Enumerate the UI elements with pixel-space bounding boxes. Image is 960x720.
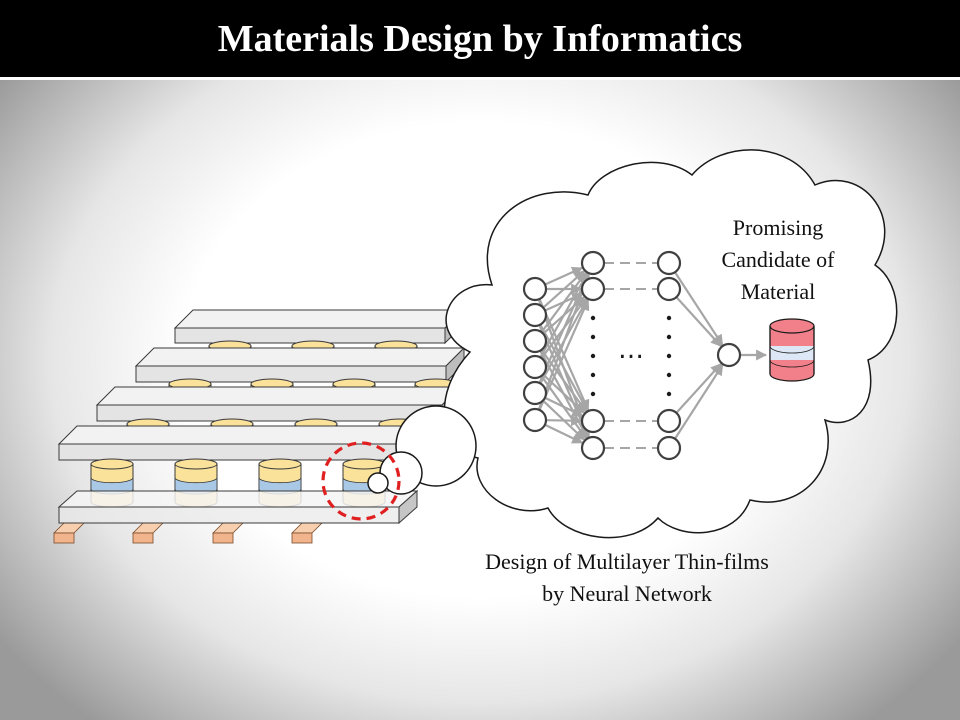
platform-layer-bottom xyxy=(57,489,419,525)
bar-front xyxy=(291,532,313,544)
caption-line: Design of Multilayer Thin-films xyxy=(485,549,769,574)
neuron-node xyxy=(522,380,548,406)
cloud-shape xyxy=(443,149,898,539)
platform-top xyxy=(134,347,466,367)
platform-top xyxy=(173,309,465,329)
connection-arrow xyxy=(674,271,724,346)
ellipsis-dot xyxy=(666,372,672,378)
neuron-node xyxy=(580,408,606,434)
connection-arrow xyxy=(537,273,591,411)
caption-line: Promising xyxy=(732,215,824,240)
platform-layer xyxy=(173,308,465,345)
dashed-circle-icon xyxy=(321,441,401,521)
ellipsis-dot xyxy=(666,334,672,340)
ellipsis-dot xyxy=(590,391,596,397)
neuron-node xyxy=(580,250,606,276)
connection-arrow xyxy=(545,415,583,427)
bar-top xyxy=(132,522,164,534)
platform-layer xyxy=(95,385,462,423)
middle-ellipsis: … xyxy=(618,335,644,365)
pillar-top xyxy=(342,458,386,470)
neuron-node xyxy=(522,302,548,328)
ellipsis-dot xyxy=(666,391,672,397)
ellipsis-dot xyxy=(666,353,672,359)
electrode-bar xyxy=(53,522,85,544)
electrode-bar xyxy=(132,522,164,544)
bar-top xyxy=(291,522,323,534)
platform-top xyxy=(95,386,462,406)
neuron-node xyxy=(522,407,548,433)
caption-line: Material xyxy=(740,279,816,304)
design-caption: Design of Multilayer Thin-films by Neura… xyxy=(440,546,814,610)
ellipsis-dot xyxy=(590,334,596,340)
connection-arrow xyxy=(544,396,584,417)
pillar-top xyxy=(174,458,218,470)
connection-arrow xyxy=(538,298,590,411)
caption-line: by Neural Network xyxy=(542,581,712,606)
platform-top xyxy=(57,490,419,508)
connection-arrow xyxy=(675,296,722,347)
pillar-top xyxy=(90,458,134,470)
neural-network: … xyxy=(522,250,768,461)
bar-front xyxy=(132,532,154,544)
ellipsis-dot xyxy=(590,372,596,378)
neuron-node xyxy=(656,435,682,461)
neuron-node xyxy=(656,276,682,302)
neuron-node xyxy=(716,342,742,368)
neuron-node xyxy=(522,354,548,380)
platform-side xyxy=(398,489,418,525)
caption-line: Candidate of xyxy=(721,247,835,272)
database-cylinder-icon xyxy=(769,318,815,382)
electrode-bar xyxy=(212,522,244,544)
connection-arrow xyxy=(674,364,724,440)
pillar-top xyxy=(258,458,302,470)
page-title: Materials Design by Informatics xyxy=(217,18,743,60)
neuron-node xyxy=(580,276,606,302)
neuron-node xyxy=(656,250,682,276)
connection-arrow xyxy=(539,272,589,358)
ellipsis-dot xyxy=(590,315,596,321)
neuron-node xyxy=(522,328,548,354)
bar-top xyxy=(53,522,85,534)
connection-arrow xyxy=(538,272,590,384)
thought-bubble-small xyxy=(367,472,389,494)
connection-arrow xyxy=(544,423,584,444)
thought-cloud xyxy=(367,149,898,539)
connection-arrow xyxy=(539,324,589,412)
ellipsis-dot xyxy=(590,353,596,359)
ellipsis-dot xyxy=(666,315,672,321)
bar-front xyxy=(53,532,75,544)
platform-layer xyxy=(57,424,419,462)
electrode-bar xyxy=(291,522,323,544)
platform-top xyxy=(57,425,419,445)
bar-top xyxy=(212,522,244,534)
neuron-node xyxy=(580,435,606,461)
bar-front xyxy=(212,532,234,544)
platform-layer xyxy=(134,346,466,384)
title-bar: Materials Design by Informatics xyxy=(0,0,960,80)
neuron-node xyxy=(656,408,682,434)
platform-front xyxy=(58,506,400,524)
promising-candidate-caption: Promising Candidate of Material xyxy=(690,212,866,308)
neuron-node xyxy=(522,276,548,302)
